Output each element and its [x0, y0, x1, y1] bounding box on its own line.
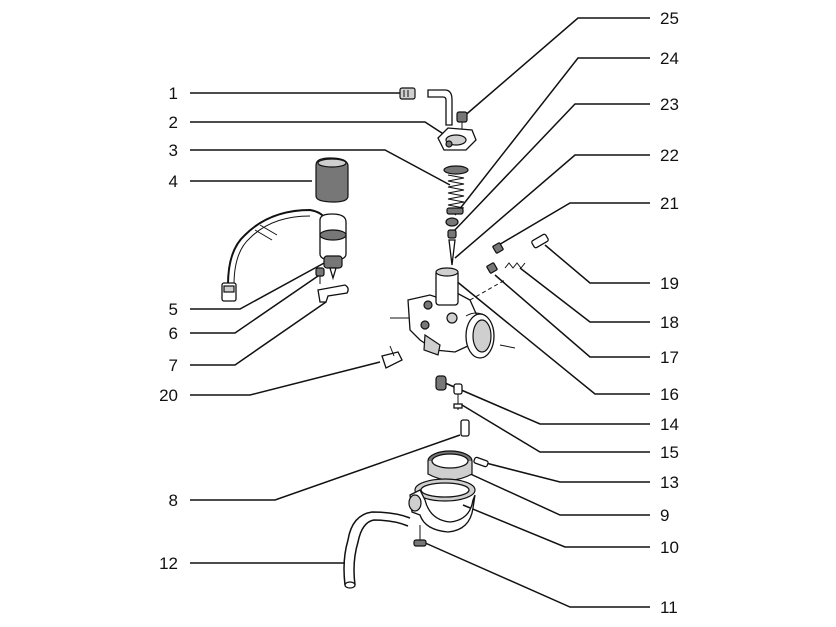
- bracket-part: [317, 284, 349, 303]
- callout-21: 21: [660, 194, 679, 213]
- callout-labels: 1 2 3 4 5 6 7 20 8 12 25 24 23 22 21 19 …: [159, 9, 679, 617]
- callout-22: 22: [660, 146, 679, 165]
- leader-9: [465, 471, 650, 516]
- callout-5: 5: [169, 300, 178, 319]
- carburetor-body-part: [390, 267, 516, 359]
- callout-9: 9: [660, 506, 669, 525]
- leader-17: [494, 274, 650, 358]
- leader-20: [190, 361, 381, 396]
- leader-3: [190, 149, 451, 186]
- drain-hose-part: [343, 511, 411, 589]
- fuel-pipe-part: [399, 87, 453, 126]
- float-part: [427, 450, 473, 481]
- leader-25: [461, 17, 650, 119]
- leader-13: [481, 461, 650, 483]
- leader-5: [190, 261, 327, 310]
- callout-23: 23: [660, 95, 679, 114]
- screw-20-part: [381, 345, 403, 369]
- screw-15-part: [453, 383, 463, 410]
- callout-6: 6: [169, 324, 178, 343]
- screw-13-part: [473, 456, 489, 468]
- leader-15: [461, 404, 650, 453]
- screw-11-part: [413, 525, 427, 547]
- callout-7: 7: [169, 356, 178, 375]
- spring-part: [443, 165, 469, 215]
- callout-24: 24: [660, 49, 679, 68]
- callout-8: 8: [169, 491, 178, 510]
- screw-6-part: [315, 267, 325, 284]
- callout-10: 10: [660, 538, 679, 557]
- leader-18: [519, 267, 650, 323]
- leader-21: [496, 202, 650, 247]
- leader-lines-left: [190, 92, 461, 564]
- choke-cap-part: [315, 157, 349, 203]
- callout-11: 11: [660, 598, 678, 617]
- callout-25: 25: [660, 9, 679, 28]
- electric-choke-part: [221, 208, 347, 302]
- leader-11: [422, 541, 650, 608]
- pin-part: [460, 419, 470, 437]
- leader-19: [544, 244, 650, 284]
- callout-3: 3: [169, 141, 178, 160]
- callout-4: 4: [169, 172, 178, 191]
- leader-6: [190, 275, 319, 334]
- callout-19: 19: [660, 274, 679, 293]
- callout-14: 14: [660, 415, 679, 434]
- leader-22: [454, 154, 650, 259]
- top-cover-part: [437, 127, 477, 151]
- callout-1: 1: [169, 84, 178, 103]
- callout-18: 18: [660, 313, 679, 332]
- leader-2: [190, 121, 446, 136]
- screw-25-part: [456, 111, 468, 130]
- callout-17: 17: [660, 348, 679, 367]
- main-jet-part: [435, 375, 447, 391]
- idle-screw-set-part: [469, 233, 549, 301]
- callout-12: 12: [159, 554, 178, 573]
- callout-20: 20: [159, 386, 178, 405]
- callout-16: 16: [660, 385, 679, 404]
- leader-lines-right: [422, 17, 650, 608]
- callout-15: 15: [660, 443, 679, 462]
- leader-14: [444, 382, 650, 425]
- float-bowl-part: [408, 478, 476, 533]
- leader-24: [454, 57, 650, 216]
- callout-2: 2: [169, 113, 178, 132]
- leader-16: [454, 279, 650, 395]
- leader-23: [452, 103, 650, 233]
- needle-clip-part: [445, 217, 459, 266]
- leader-8: [190, 434, 461, 501]
- leader-10: [462, 504, 650, 548]
- leader-7: [190, 301, 327, 366]
- callout-13: 13: [660, 473, 679, 492]
